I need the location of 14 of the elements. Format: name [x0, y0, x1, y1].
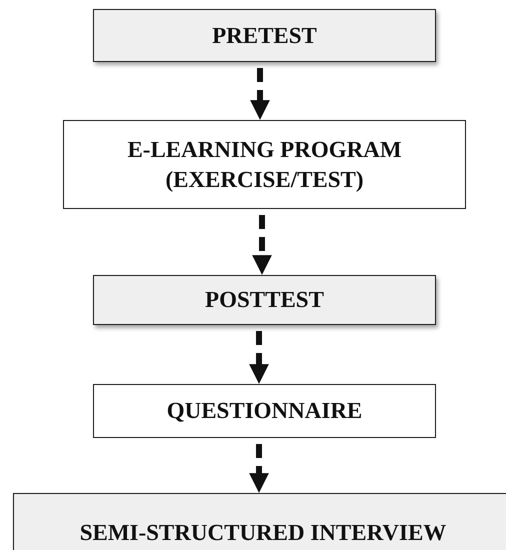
box-label: E-LEARNING PROGRAM (EXERCISE/TEST) — [126, 136, 403, 194]
box-label: PRETEST — [212, 22, 317, 50]
box-label: POSTTEST — [205, 286, 324, 314]
dashed-arrow — [249, 444, 269, 493]
process-box — [93, 384, 436, 438]
process-box — [93, 275, 436, 325]
process-box — [63, 120, 466, 209]
dashed-arrow — [250, 68, 270, 120]
box-label: SEMI-STRUCTURED INTERVIEW — [80, 519, 446, 548]
dashed-arrow — [252, 215, 272, 275]
process-box — [13, 493, 506, 550]
dashed-arrow — [249, 331, 269, 384]
process-box — [93, 9, 436, 62]
box-label: QUESTIONNAIRE — [166, 397, 362, 426]
